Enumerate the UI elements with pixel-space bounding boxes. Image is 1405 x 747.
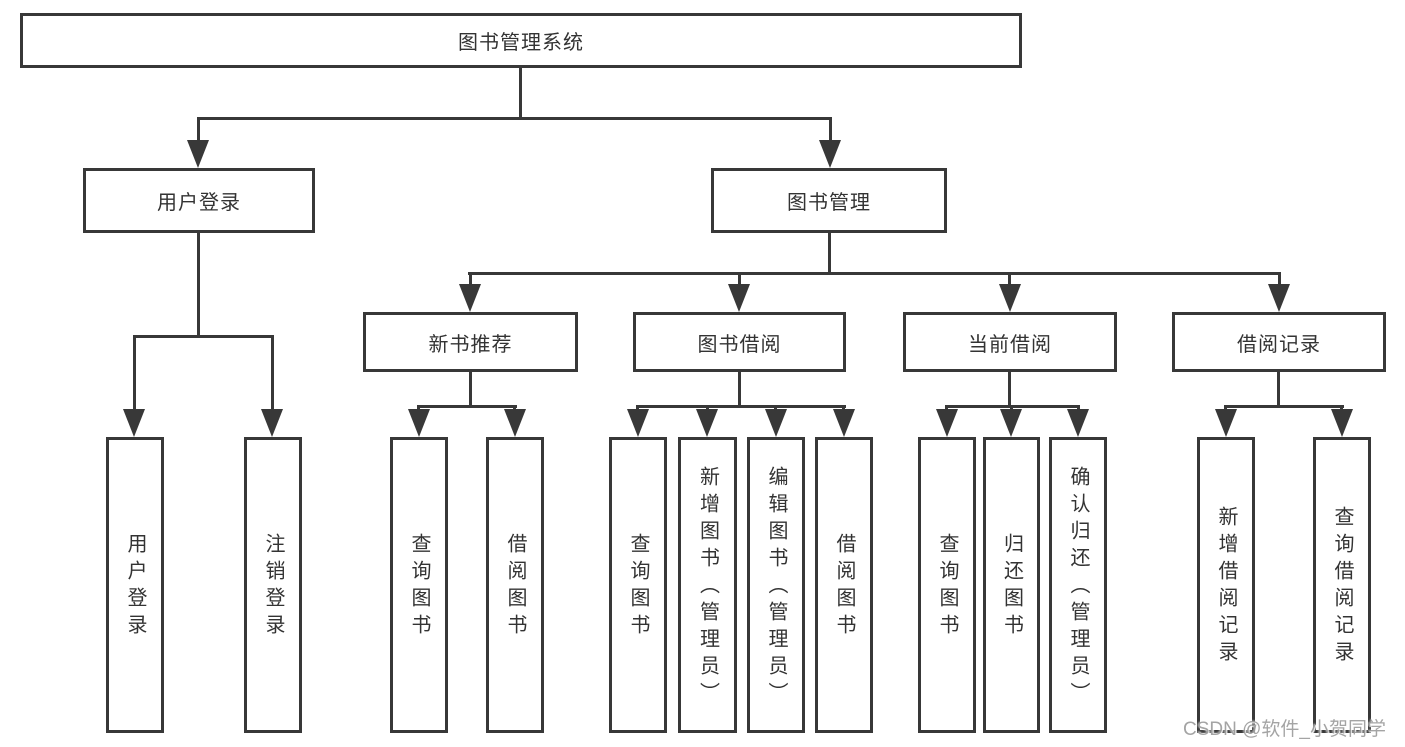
arrow-down-icon — [1000, 409, 1022, 437]
csdn-watermark: CSDN @软件_小贺同学 — [1183, 719, 1386, 740]
arrow-down-icon — [1331, 409, 1353, 437]
node-borrow-books-leaf: 借阅图书 — [815, 437, 873, 733]
connector-line — [197, 117, 832, 120]
connector-line — [468, 272, 1281, 275]
arrow-down-icon — [819, 140, 841, 168]
node-current-borrowing: 当前借阅 — [903, 312, 1117, 372]
node-user-login: 用户登录 — [83, 168, 315, 233]
arrow-down-icon — [936, 409, 958, 437]
arrow-down-icon — [1215, 409, 1237, 437]
node-edit-book-admin: 编辑图书（管理员） — [747, 437, 805, 733]
connector-line — [1277, 372, 1280, 408]
arrow-down-icon — [999, 284, 1021, 312]
arrow-down-icon — [1268, 284, 1290, 312]
arrow-down-icon — [261, 409, 283, 437]
connector-line — [738, 372, 741, 408]
node-add-borrow-record: 新增借阅记录 — [1197, 437, 1255, 733]
arrow-down-icon — [504, 409, 526, 437]
connector-line — [469, 372, 472, 408]
node-user-login-leaf: 用户登录 — [106, 437, 164, 733]
connector-line — [636, 405, 846, 408]
connector-line — [738, 272, 741, 288]
connector-line — [469, 272, 472, 288]
connector-line — [1224, 405, 1344, 408]
node-confirm-return-admin: 确认归还（管理员） — [1049, 437, 1107, 733]
connector-line — [417, 405, 517, 408]
arrow-down-icon — [123, 409, 145, 437]
node-add-book-admin: 新增图书（管理员） — [678, 437, 737, 733]
arrow-down-icon — [765, 409, 787, 437]
node-query-books-recommend: 查询图书 — [390, 437, 448, 733]
connector-line — [828, 233, 831, 275]
connector-line — [133, 335, 136, 413]
arrow-down-icon — [728, 284, 750, 312]
node-query-books-current: 查询图书 — [918, 437, 976, 733]
connector-line — [197, 117, 200, 145]
arrow-down-icon — [1067, 409, 1089, 437]
node-new-book-recommend: 新书推荐 — [363, 312, 578, 372]
connector-line — [519, 68, 522, 120]
connector-line — [197, 233, 200, 338]
node-logout: 注销登录 — [244, 437, 302, 733]
node-book-management: 图书管理 — [711, 168, 947, 233]
node-query-borrow-record: 查询借阅记录 — [1313, 437, 1371, 733]
connector-line — [1008, 372, 1011, 408]
node-return-books: 归还图书 — [983, 437, 1040, 733]
node-borrowing-records: 借阅记录 — [1172, 312, 1386, 372]
arrow-down-icon — [459, 284, 481, 312]
arrow-down-icon — [833, 409, 855, 437]
connector-line — [829, 117, 832, 145]
arrow-down-icon — [627, 409, 649, 437]
node-library-system: 图书管理系统 — [20, 13, 1022, 68]
connector-line — [1278, 272, 1281, 288]
node-borrow-books-recommend: 借阅图书 — [486, 437, 544, 733]
arrow-down-icon — [408, 409, 430, 437]
arrow-down-icon — [696, 409, 718, 437]
connector-line — [271, 335, 274, 413]
connector-line — [133, 335, 274, 338]
node-query-books-borrowing: 查询图书 — [609, 437, 667, 733]
node-book-borrowing: 图书借阅 — [633, 312, 846, 372]
arrow-down-icon — [187, 140, 209, 168]
connector-line — [1008, 272, 1011, 288]
